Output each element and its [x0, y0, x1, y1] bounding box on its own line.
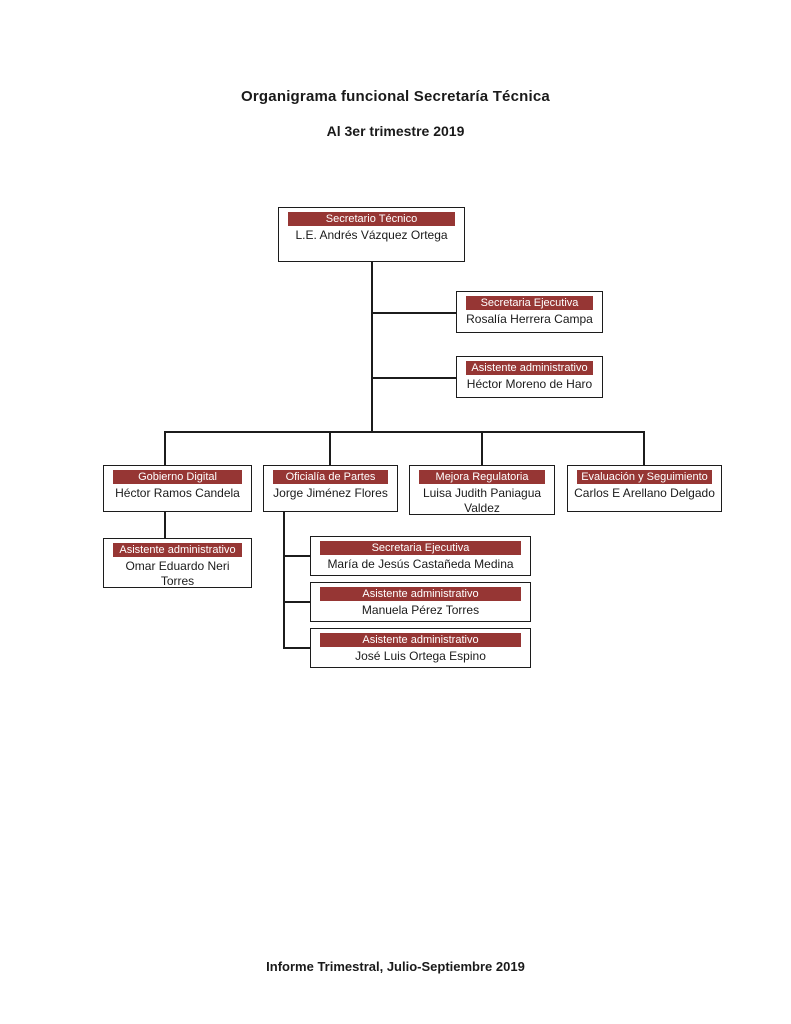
node-title-bar: Secretario Técnico [288, 212, 455, 226]
org-node-secretaria-oficialia: Secretaria Ejecutiva María de Jesús Cast… [310, 536, 531, 576]
org-node-asistente-gobierno: Asistente administrativo Omar Eduardo Ne… [103, 538, 252, 588]
connector-drop-mejora [481, 431, 483, 465]
connector-root-trunk [371, 262, 373, 433]
org-node-oficialia-de-partes: Oficialía de Partes Jorge Jiménez Flores [263, 465, 398, 512]
node-person-name: L.E. Andrés Vázquez Ortega [295, 228, 448, 242]
connector-oficialia-to-asistente-2 [284, 647, 310, 649]
node-title-bar: Mejora Regulatoria [419, 470, 545, 484]
page-footer: Informe Trimestral, Julio-Septiembre 201… [266, 959, 525, 974]
connector-root-to-secretaria-ejecutiva [372, 312, 456, 314]
connector-root-to-asistente [372, 377, 456, 379]
node-person-name: Luisa Judith Paniagua Valdez [422, 486, 542, 515]
connector-drop-evaluacion [643, 431, 645, 465]
org-node-secretaria-ejecutiva-root: Secretaria Ejecutiva Rosalía Herrera Cam… [456, 291, 603, 333]
node-title-bar: Evaluación y Seguimiento [577, 470, 712, 484]
connector-oficialia-trunk [283, 512, 285, 649]
org-node-asistente-oficialia-2: Asistente administrativo José Luis Orteg… [310, 628, 531, 668]
node-title-bar: Asistente administrativo [113, 543, 242, 557]
org-node-evaluacion-y-seguimiento: Evaluación y Seguimiento Carlos E Arella… [567, 465, 722, 512]
org-node-mejora-regulatoria: Mejora Regulatoria Luisa Judith Paniagua… [409, 465, 555, 515]
connector-oficialia-to-secretaria [284, 555, 310, 557]
node-title-bar: Asistente administrativo [320, 587, 521, 601]
page-title: Organigrama funcional Secretaría Técnica [241, 88, 550, 105]
connector-gobierno-to-asistente [164, 512, 166, 539]
node-person-name: José Luis Ortega Espino [355, 649, 486, 663]
node-person-name: Carlos E Arellano Delgado [574, 486, 715, 500]
node-title-bar: Secretaria Ejecutiva [466, 296, 593, 310]
page-subtitle: Al 3er trimestre 2019 [326, 123, 465, 139]
connector-departments-distribution [164, 431, 645, 433]
node-person-name: Jorge Jiménez Flores [273, 486, 388, 500]
connector-drop-oficialia [329, 431, 331, 465]
org-node-secretario-tecnico: Secretario Técnico L.E. Andrés Vázquez O… [278, 207, 465, 262]
node-title-bar: Gobierno Digital [113, 470, 242, 484]
node-person-name: María de Jesús Castañeda Medina [327, 557, 514, 571]
connector-oficialia-to-asistente-1 [284, 601, 310, 603]
node-person-name: Manuela Pérez Torres [361, 603, 480, 617]
node-title-bar: Asistente administrativo [320, 633, 521, 647]
org-node-asistente-oficialia-1: Asistente administrativo Manuela Pérez T… [310, 582, 531, 622]
node-person-name: Héctor Moreno de Haro [466, 377, 593, 391]
node-title-bar: Secretaria Ejecutiva [320, 541, 521, 555]
node-person-name: Rosalía Herrera Campa [466, 312, 593, 326]
node-person-name: Omar Eduardo Neri Torres [125, 559, 230, 588]
connector-drop-gobierno-digital [164, 431, 166, 465]
node-title-bar: Asistente administrativo [466, 361, 593, 375]
org-node-asistente-root: Asistente administrativo Héctor Moreno d… [456, 356, 603, 398]
node-title-bar: Oficialía de Partes [273, 470, 388, 484]
node-person-name: Héctor Ramos Candela [115, 486, 240, 500]
org-node-gobierno-digital: Gobierno Digital Héctor Ramos Candela [103, 465, 252, 512]
